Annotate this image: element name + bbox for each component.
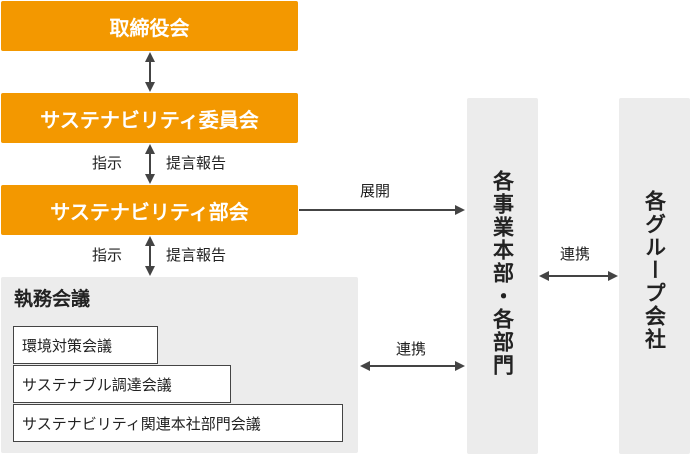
- group-companies-panel: 各グループ会社: [619, 98, 690, 454]
- hq-departments-meeting-box: サステナビリティ関連本社部門会議: [13, 404, 343, 442]
- sustainability-committee-box: サステナビリティ委員会: [1, 93, 298, 143]
- cooperation-label-2: 連携: [560, 245, 591, 263]
- report-label-1: 提言報告: [166, 154, 227, 172]
- divisions-label: 各事業本部・各部門: [490, 170, 515, 377]
- sustainability-subcommittee-box: サステナビリティ部会: [1, 185, 298, 235]
- hq-departments-meeting-label: サステナビリティ関連本社部門会議: [22, 414, 261, 433]
- environment-meeting-label: 環境対策会議: [22, 336, 113, 355]
- sustainability-subcommittee-label: サステナビリティ部会: [50, 199, 249, 224]
- board-label: 取締役会: [109, 15, 190, 40]
- sustainability-committee-label: サステナビリティ委員会: [40, 107, 259, 132]
- report-label-2: 提言報告: [166, 246, 227, 264]
- cooperation-label-1: 連携: [396, 340, 427, 358]
- deploy-label: 展開: [360, 182, 391, 200]
- sustainable-procurement-meeting-label: サステナブル調達会議: [22, 375, 172, 394]
- executive-meeting-title: 執務会議: [14, 288, 91, 310]
- board-box: 取締役会: [1, 1, 298, 51]
- instruction-label-2: 指示: [92, 246, 123, 264]
- sustainable-procurement-meeting-box: サステナブル調達会議: [13, 365, 231, 403]
- divisions-panel: 各事業本部・各部門: [467, 98, 538, 454]
- environment-meeting-box: 環境対策会議: [13, 326, 158, 364]
- group-companies-label: 各グループ会社: [642, 190, 667, 351]
- instruction-label-1: 指示: [92, 154, 123, 172]
